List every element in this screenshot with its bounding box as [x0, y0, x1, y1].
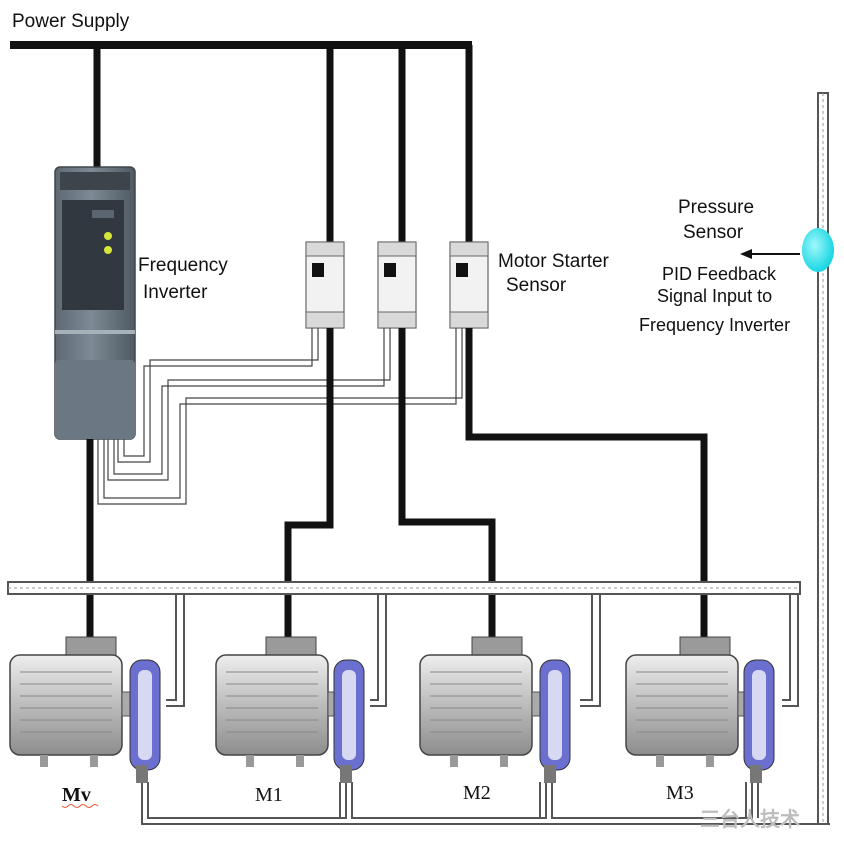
- power-supply-label: Power Supply: [12, 11, 130, 32]
- inverter-led-icon: [104, 232, 112, 240]
- pressure-pipe: [817, 92, 829, 825]
- feedback-arrow: [740, 249, 800, 259]
- pid-feedback-label-line3: Frequency Inverter: [639, 315, 790, 335]
- motor-starter-3: [449, 241, 489, 329]
- watermark: 三台人技术: [700, 807, 800, 831]
- motor-m3: [625, 636, 775, 783]
- frequency-inverter-label-line2: Inverter: [143, 282, 208, 303]
- motor-mv: [9, 636, 161, 783]
- motor-starter-label-line1: Motor Starter: [498, 251, 610, 272]
- discharge-header-pipe: [7, 581, 801, 595]
- suction-pipe: [141, 782, 830, 825]
- frequency-inverter: [54, 166, 136, 440]
- motor-power-lines: [86, 328, 708, 645]
- motor-label-m1: M1: [255, 784, 283, 806]
- motor-starter-1: [305, 241, 345, 329]
- frequency-inverter-label-line1: Frequency: [138, 255, 228, 276]
- motor-starter-label-line2: Sensor: [506, 275, 567, 296]
- pressure-sensor-label-line1: Pressure: [678, 197, 754, 218]
- pid-feedback-label-line2: Signal Input to: [657, 286, 772, 306]
- motor-label-mv: Mv: [62, 784, 91, 806]
- pressure-sensor-icon: [802, 228, 834, 272]
- motor-m2: [419, 636, 571, 783]
- spellcheck-underline: [61, 804, 99, 808]
- pid-feedback-label-line1: PID Feedback: [662, 264, 777, 284]
- power-supply-bus: [10, 41, 473, 244]
- pump-outlet-pipes: [166, 594, 799, 707]
- motor-m1: [215, 636, 365, 783]
- motor-starter-2: [377, 241, 417, 329]
- control-wires: [97, 328, 463, 505]
- pressure-sensor-label-line2: Sensor: [683, 222, 744, 243]
- motor-label-m2: M2: [463, 782, 491, 804]
- motor-label-m3: M3: [666, 782, 694, 804]
- inverter-led-icon: [104, 246, 112, 254]
